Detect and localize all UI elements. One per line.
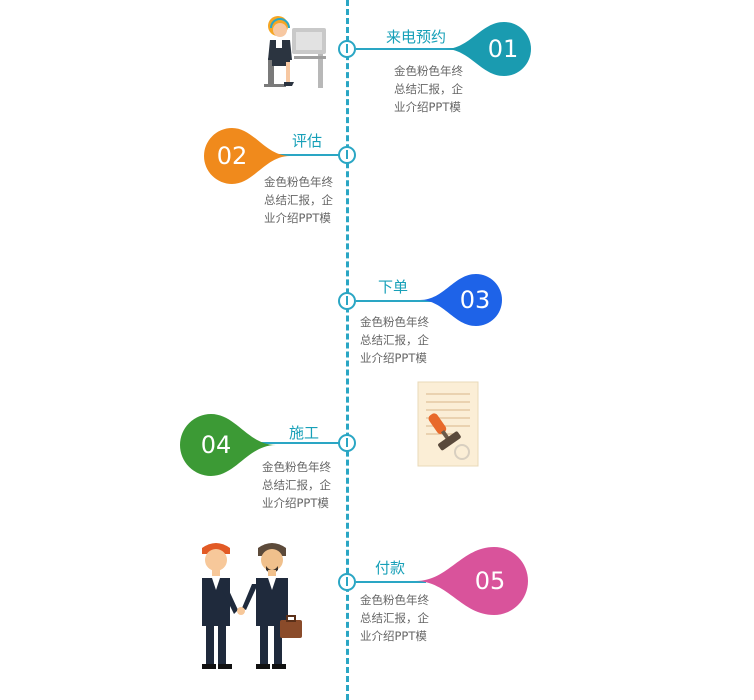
- connector-04: [250, 442, 339, 444]
- drop-number-03: 03: [459, 286, 491, 314]
- timeline-line: [346, 0, 349, 700]
- handshake-illustration: [196, 538, 308, 672]
- step-desc-01: 金色粉色年终总结汇报，企业介绍PPT模: [394, 64, 463, 114]
- connector-02: [263, 154, 339, 156]
- stamp-document-illustration: [416, 380, 480, 468]
- timeline-node-04: [338, 434, 356, 452]
- drop-badge-05: 05: [416, 547, 528, 615]
- drop-number-04: 04: [200, 431, 232, 459]
- drop-number-02: 02: [216, 142, 248, 170]
- timeline-node-03: [338, 292, 356, 310]
- step-desc-02: 金色粉色年终总结汇报，企业介绍PPT模: [264, 175, 333, 225]
- drop-badge-04: 04: [180, 414, 276, 476]
- connector-05: [356, 581, 426, 583]
- step-desc-05: 金色粉色年终总结汇报，企业介绍PPT模: [360, 593, 429, 643]
- call-center-agent-illustration: [258, 8, 334, 92]
- drop-badge-02: 02: [204, 128, 290, 184]
- step-title-03: 下单: [378, 278, 409, 296]
- drop-number-05: 05: [474, 567, 506, 595]
- step-desc-03: 金色粉色年终总结汇报，企业介绍PPT模: [360, 315, 429, 365]
- step-title-02: 评估: [292, 132, 323, 150]
- timeline-node-02: [338, 146, 356, 164]
- timeline-node-01: [338, 40, 356, 58]
- step-title-05: 付款: [375, 559, 406, 577]
- step-title-01: 来电预约: [386, 28, 447, 46]
- drop-number-01: 01: [487, 35, 519, 63]
- connector-03: [356, 300, 446, 302]
- timeline-node-05: [338, 573, 356, 591]
- drop-badge-01: 01: [445, 22, 531, 76]
- step-desc-04: 金色粉色年终总结汇报，企业介绍PPT模: [262, 460, 331, 510]
- connector-01: [356, 48, 474, 50]
- drop-badge-03: 03: [420, 274, 502, 326]
- step-title-04: 施工: [289, 424, 320, 442]
